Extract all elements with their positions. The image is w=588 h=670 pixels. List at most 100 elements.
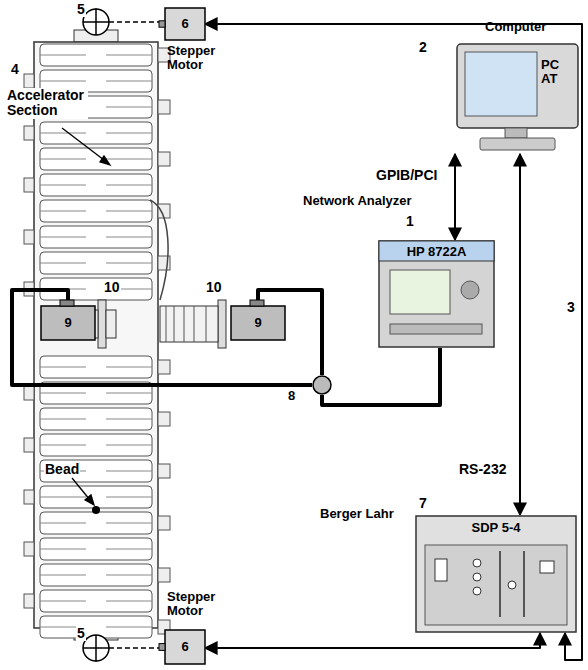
node-text: Stepper Motor — [167, 44, 229, 73]
tube-part — [40, 211, 86, 212]
tube-part — [24, 594, 34, 608]
tube-part — [40, 601, 86, 602]
signal-line — [205, 633, 540, 648]
callout-number: 10 — [205, 280, 223, 295]
callout-number: 4 — [10, 62, 20, 77]
tube-part — [40, 367, 86, 368]
rf-cable — [322, 348, 440, 405]
tube-part — [106, 367, 152, 368]
tube-part — [106, 419, 152, 420]
tube-part — [40, 590, 152, 612]
tube-part — [40, 252, 152, 274]
tube-part — [158, 516, 170, 530]
rf-load: 9 — [40, 305, 96, 341]
tube-part — [158, 464, 170, 478]
tube-part — [40, 174, 152, 196]
tube-part — [40, 263, 86, 264]
tube-part — [24, 386, 34, 400]
tube-part — [40, 133, 86, 134]
tube-part — [106, 497, 152, 498]
tube-part — [40, 419, 86, 420]
edge-label: GPIB/PCI — [375, 168, 438, 183]
tube-part — [24, 490, 34, 504]
callout-number: 10 — [103, 280, 121, 295]
tube-part — [106, 601, 152, 602]
tube-part — [106, 159, 152, 160]
tube-part — [106, 393, 152, 394]
tube-part — [40, 523, 86, 524]
node-text: HP 8722A — [378, 245, 495, 259]
accelerator-tube — [24, 30, 170, 640]
power-splitter-shape — [312, 375, 332, 395]
tube-part — [106, 237, 152, 238]
tube-part — [106, 627, 152, 628]
tube-part — [158, 100, 170, 114]
signal-line — [205, 24, 582, 660]
power-splitter: 8 — [312, 375, 332, 395]
tube-part — [158, 568, 170, 582]
tube-part — [24, 438, 34, 452]
tube-part — [40, 434, 152, 456]
node-text: 9 — [64, 316, 71, 330]
rf-cable — [12, 290, 312, 385]
tube-part — [40, 564, 152, 586]
node-text: 9 — [254, 316, 261, 330]
part-label: Bead — [44, 462, 80, 477]
tube-part — [24, 230, 34, 244]
tube-part — [40, 356, 152, 378]
tube-part — [40, 538, 152, 560]
tube-part — [40, 408, 152, 430]
tube-part — [106, 445, 152, 446]
tube-part — [106, 263, 152, 264]
stepper-motor: Stepper Motor6 — [165, 630, 205, 664]
tube-part — [40, 460, 152, 482]
node-heading: Computer — [485, 20, 546, 34]
motor-controller: SDP 5-4Berger Lahr — [415, 515, 577, 633]
rf-load: 9 — [230, 305, 286, 341]
tube-part — [40, 393, 86, 394]
tube-part — [40, 81, 86, 82]
computer: ComputerPC AT — [455, 42, 580, 154]
callout-number: 1 — [405, 214, 415, 229]
stepper-motor: 6Stepper Motor — [165, 8, 205, 40]
tube-part — [34, 42, 158, 628]
node-heading: Stepper Motor — [167, 590, 229, 619]
node-text: 8 — [288, 389, 295, 403]
node-heading: Network Analyzer — [303, 194, 412, 208]
tube-part — [106, 81, 152, 82]
tube-part — [40, 512, 152, 534]
tube-part — [106, 523, 152, 524]
tube-part — [40, 486, 152, 508]
node-text: PC AT — [541, 58, 575, 87]
tube-part — [24, 178, 34, 192]
tube-part — [40, 445, 86, 446]
node-text: 6 — [181, 640, 188, 654]
tube-part — [106, 575, 152, 576]
tube-part — [106, 211, 152, 212]
tube-part — [106, 471, 152, 472]
tube-part — [106, 549, 152, 550]
tube-part — [40, 575, 86, 576]
tube-part — [106, 133, 152, 134]
callout-number: 7 — [418, 496, 428, 511]
callout-number: 5 — [76, 626, 86, 641]
tube-part — [106, 55, 152, 56]
tube-part — [24, 126, 34, 140]
node-heading: SDP 5-4 — [415, 521, 577, 535]
tube-part — [106, 185, 152, 186]
node-heading: 6 — [181, 17, 188, 31]
tube-part — [40, 200, 152, 222]
signal-line — [454, 154, 456, 240]
tube-part — [40, 497, 86, 498]
edge-label: RS-232 — [458, 462, 507, 477]
bead — [92, 506, 100, 514]
tube-part — [24, 74, 34, 88]
tube-part — [24, 542, 34, 556]
node-text: Berger Lahr — [320, 507, 394, 521]
computer-shape — [455, 42, 580, 154]
tube-part — [40, 237, 86, 238]
tube-part — [40, 185, 86, 186]
tube-part — [40, 122, 152, 144]
signal-line — [519, 154, 521, 515]
tube-part — [158, 412, 170, 426]
